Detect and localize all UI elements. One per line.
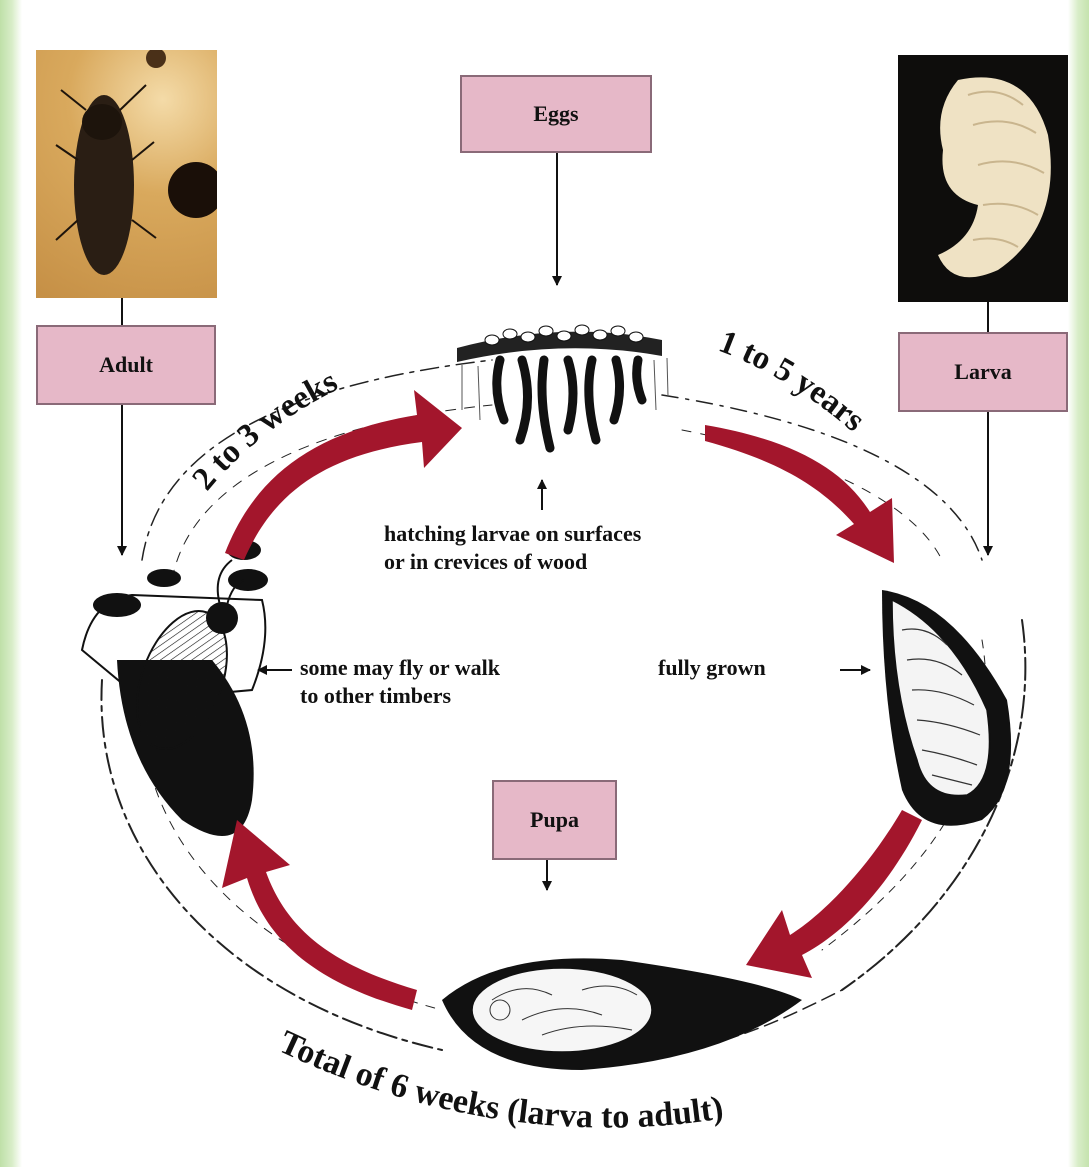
adult-beetle-illustration (82, 540, 268, 836)
stage-box-eggs: Eggs (460, 75, 652, 153)
fly-walk-caption: some may fly or walk to other timbers (300, 654, 500, 709)
stage-box-pupa: Pupa (492, 780, 617, 860)
duration-eggs-to-larva: 1 to 5 years (714, 324, 872, 439)
fly-walk-caption-line2: to other timbers (300, 682, 500, 710)
beetle-photo (36, 50, 217, 298)
pupa-illustration (442, 958, 802, 1070)
hatching-caption-line2: or in crevices of wood (384, 548, 641, 576)
stage-box-adult: Adult (36, 325, 216, 405)
arrow-eggs-to-larva (705, 425, 894, 563)
hatching-caption: hatching larvae on surfaces or in crevic… (384, 520, 641, 575)
arrow-larva-to-pupa (746, 810, 922, 978)
grub-icon (898, 55, 1068, 302)
hatching-caption-line1: hatching larvae on surfaces (384, 520, 641, 548)
life-cycle-diagram: 2 to 3 weeks 1 to 5 years Total of 6 wee… (22, 0, 1068, 1167)
larva-photo (898, 55, 1068, 302)
beetle-icon (36, 50, 217, 298)
fly-walk-caption-line1: some may fly or walk (300, 654, 500, 682)
stage-box-larva: Larva (898, 332, 1068, 412)
fully-grown-caption: fully grown (658, 654, 766, 682)
larva-illustration (882, 590, 1011, 826)
arrow-pupa-to-adult (222, 820, 417, 1010)
egg-burrow-illustration (457, 325, 668, 448)
